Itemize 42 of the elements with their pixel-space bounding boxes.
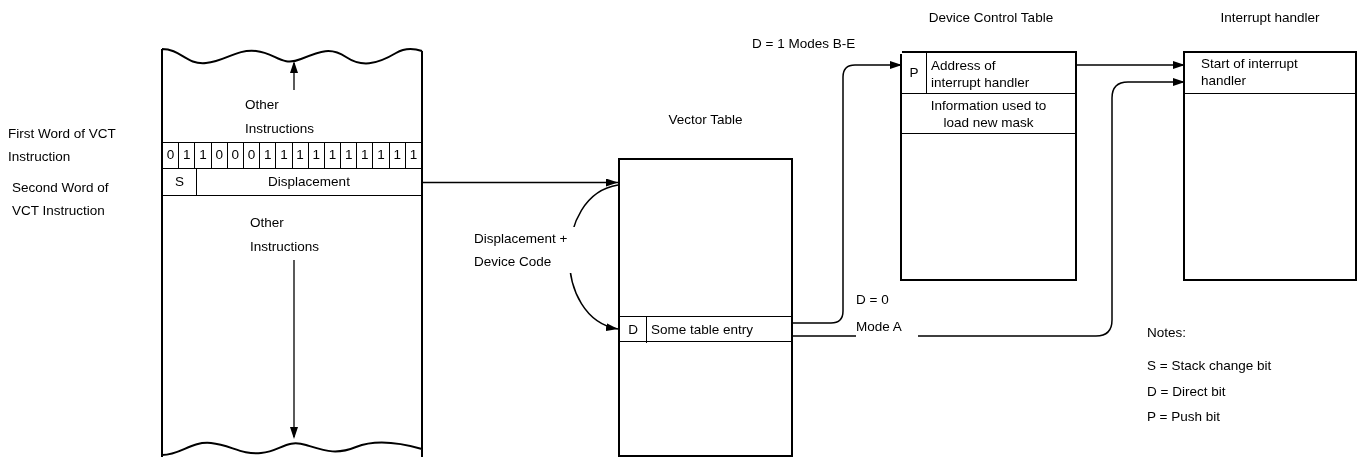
note-text: S = Stack change bit	[1147, 357, 1272, 376]
bit-value: 1	[372, 143, 389, 168]
bit-value: 0	[210, 143, 227, 168]
bit-value: 1	[194, 143, 211, 168]
field-text: Some table entry	[651, 320, 754, 339]
bit-value: 0	[165, 146, 176, 165]
bit-value: 1	[307, 143, 324, 168]
bit-value: 1	[356, 143, 373, 168]
arrow	[420, 178, 619, 187]
note-text: Notes:	[1147, 324, 1188, 342]
field-text: Address of interrupt handler	[931, 56, 1031, 91]
arrow	[790, 61, 903, 324]
section-text: Other Instructions	[245, 96, 316, 138]
field-text: Displacement	[268, 173, 350, 192]
bit-value: 1	[259, 143, 276, 168]
arrow	[790, 78, 1186, 337]
bit-value: 1	[275, 143, 292, 168]
field-text: Information used to load new mask	[929, 96, 1048, 131]
note-text: P = Push bit	[1147, 407, 1221, 426]
word-label: First Word of VCT Instruction	[8, 125, 117, 166]
instruction-word-row	[163, 142, 421, 169]
memory-column	[161, 45, 423, 457]
section-text: Other Instructions	[250, 214, 321, 256]
table-title: Vector Table	[667, 111, 744, 129]
note-text: D = Direct bit	[1147, 382, 1227, 401]
table-title: Device Control Table	[927, 9, 1055, 27]
field-text: D	[628, 320, 638, 339]
field-text: S	[175, 173, 184, 192]
table-title: Interrupt handler	[1219, 9, 1321, 27]
bit-value: 1	[291, 143, 308, 168]
table-entry-row	[620, 316, 791, 342]
bit-value: 0	[226, 143, 243, 168]
field-text: P	[909, 64, 919, 83]
field-text: Start of interrupt handler	[1201, 55, 1299, 89]
bit-value: 1	[178, 143, 195, 168]
bit-value: 1	[388, 143, 405, 168]
bit-value: 0	[242, 143, 260, 168]
word-label: Second Word of VCT Instruction	[12, 179, 110, 220]
bit-value: 1	[340, 143, 357, 168]
arrow	[1074, 61, 1186, 69]
bit-value: 1	[404, 143, 421, 168]
bit-value: 1	[323, 143, 341, 168]
